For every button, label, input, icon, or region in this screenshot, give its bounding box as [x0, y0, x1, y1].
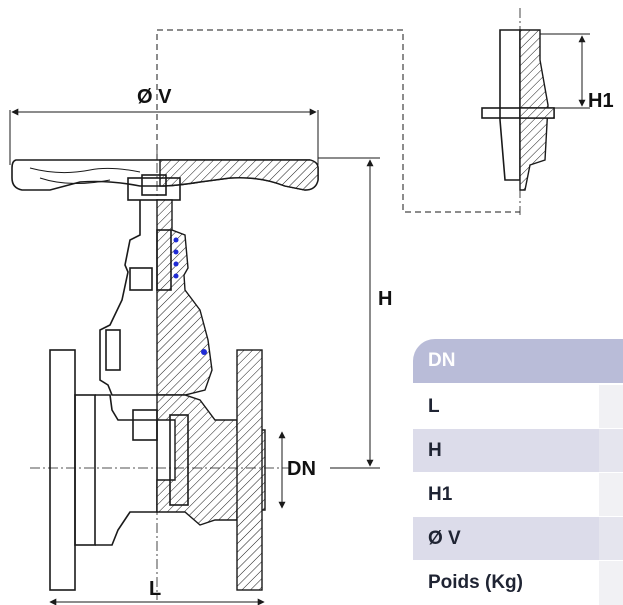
table-row: Poids (Kg)	[413, 560, 623, 605]
table-row-label: Ø V	[413, 517, 599, 561]
table-row: H	[413, 428, 623, 473]
dimension-l: L	[49, 578, 265, 605]
table-cell	[599, 473, 623, 517]
table-cell	[599, 385, 623, 429]
table-row-label: Poids (Kg)	[413, 561, 599, 605]
dimension-label-phi-v: Ø V	[137, 86, 172, 108]
detail-view: H1	[481, 8, 614, 215]
dimension-phi-v: Ø V	[9, 86, 319, 165]
table-row-label: DN	[428, 350, 456, 371]
dimension-h: H	[318, 157, 392, 469]
detail-leader	[156, 29, 520, 213]
table-cell	[599, 561, 623, 605]
table-row-label: H1	[413, 473, 599, 517]
table-row: DN	[413, 339, 623, 383]
dimension-label-l: L	[149, 578, 161, 600]
table-row-label: L	[413, 385, 599, 429]
dimension-label-dn: DN	[287, 458, 316, 480]
table-row-label: H	[413, 429, 599, 473]
table-row: Ø V	[413, 516, 623, 561]
valve-body	[49, 349, 266, 591]
table-row: H1	[413, 472, 623, 517]
spec-table: DN L H H1 Ø V Poids (Kg)	[413, 339, 623, 605]
table-cell	[599, 517, 623, 561]
table-cell	[599, 339, 623, 383]
dimension-dn: DN	[278, 431, 316, 509]
table-row: L	[413, 384, 623, 429]
table-cell	[599, 429, 623, 473]
valve-bonnet	[99, 199, 213, 396]
dimension-label-h1: H1	[588, 90, 614, 112]
dimension-label-h: H	[378, 288, 392, 310]
handwheel	[11, 159, 319, 201]
